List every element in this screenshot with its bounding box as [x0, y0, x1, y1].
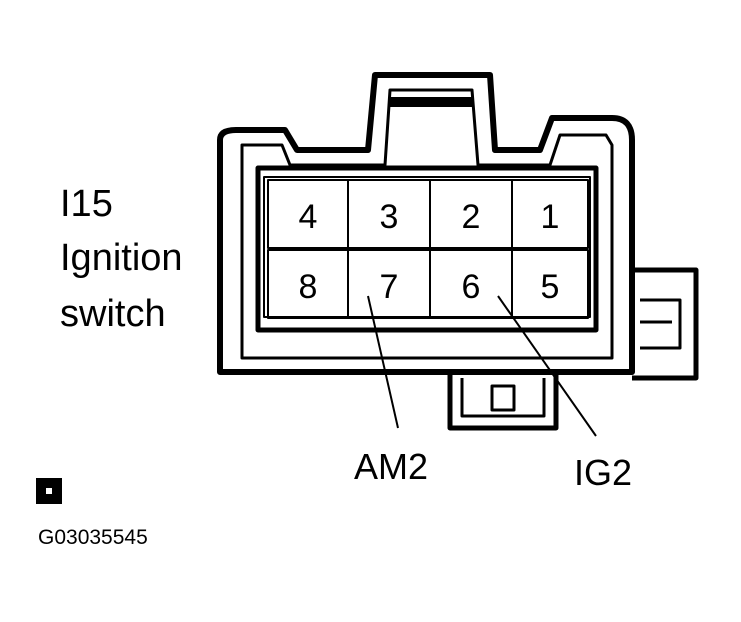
side-latch — [632, 267, 699, 381]
leader-line-ig2 — [497, 295, 597, 437]
side-latch-inner — [640, 298, 682, 350]
connector-code: I15 — [60, 183, 113, 225]
pin-cell-5 — [511, 249, 589, 319]
lock-tab — [390, 97, 472, 107]
pin-number-5: 5 — [541, 268, 560, 306]
pin-cell-1 — [511, 179, 589, 249]
pin-number-6: 6 — [462, 268, 481, 306]
pin-number-7: 7 — [380, 268, 399, 306]
wire-label-am2: AM2 — [354, 446, 429, 487]
bottom-latch — [447, 372, 559, 431]
pin-number-1: 1 — [541, 198, 560, 236]
pin-number-8: 8 — [299, 268, 318, 306]
connector-name: Ignition — [60, 237, 183, 279]
leader-line-am2 — [367, 295, 399, 429]
housing-outer — [217, 72, 635, 375]
bullet-square-icon — [36, 478, 62, 504]
pin-number-2: 2 — [462, 198, 481, 236]
connector-name-line2: switch — [60, 293, 166, 335]
pin-number-4: 4 — [299, 198, 318, 236]
wire-label-ig2: IG2 — [574, 452, 633, 493]
pin-number-3: 3 — [380, 198, 399, 236]
leader-lines — [367, 295, 597, 437]
cavity-frame — [255, 165, 599, 333]
figure-id: G03035545 — [38, 526, 148, 549]
pin-labels: 4 3 2 1 8 7 6 5 — [299, 198, 560, 306]
bottom-latch-slot — [490, 384, 516, 412]
pin-grid — [267, 179, 589, 319]
housing-inner — [240, 88, 614, 360]
bottom-latch-inner — [460, 378, 546, 418]
